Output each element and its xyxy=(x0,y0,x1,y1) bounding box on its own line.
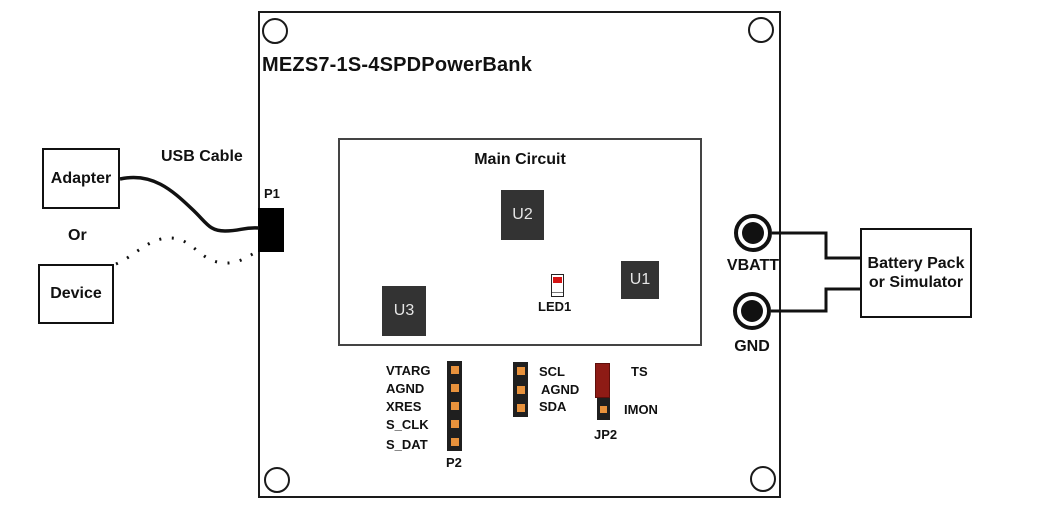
p1-label: P1 xyxy=(264,186,280,201)
chip-u1: U1 xyxy=(621,261,659,299)
pin-label-agnd: AGND xyxy=(386,381,425,396)
battery-pack-label-line2: or Simulator xyxy=(868,273,964,291)
device-box: Device xyxy=(38,264,114,324)
main-circuit-title: Main Circuit xyxy=(474,151,566,168)
header-p2-strip xyxy=(447,361,462,451)
device-dotted-line xyxy=(115,236,258,266)
battery-pack-box: Battery Pack or Simulator xyxy=(860,228,972,318)
pin xyxy=(450,384,459,392)
pin xyxy=(450,438,459,446)
battery-pack-label-line1: Battery Pack xyxy=(867,254,965,272)
device-label: Device xyxy=(50,285,102,302)
pin-label-sda: SDA xyxy=(539,399,567,414)
pin-label-scl: SCL xyxy=(539,364,565,379)
pin xyxy=(450,366,459,374)
p2-label: P2 xyxy=(446,455,462,470)
chip-u2: U2 xyxy=(501,190,544,240)
usb-cable-line xyxy=(119,175,260,233)
board-title: MEZS7-1S-4SPDPowerBank xyxy=(262,54,533,76)
pin-label-sdat: S_DAT xyxy=(386,437,428,452)
mounting-hole xyxy=(748,17,774,43)
pin-label-agnd2: AGND xyxy=(541,382,580,397)
mounting-hole xyxy=(262,18,288,44)
jp2-jumper xyxy=(595,363,610,398)
ts-label: TS xyxy=(631,364,648,379)
or-label: Or xyxy=(68,227,87,244)
usb-cable-label: USB Cable xyxy=(161,148,243,165)
gnd-terminal xyxy=(733,292,771,330)
adapter-label: Adapter xyxy=(50,169,112,187)
adapter-box: Adapter xyxy=(42,148,120,209)
chip-u3: U3 xyxy=(382,286,426,336)
vbatt-terminal xyxy=(734,214,772,252)
pin xyxy=(450,402,459,410)
mounting-hole xyxy=(264,467,290,493)
header-i2c-strip xyxy=(513,362,528,417)
led1-label: LED1 xyxy=(538,299,572,314)
jp2-label: JP2 xyxy=(594,427,618,442)
jp2-pin xyxy=(597,398,610,420)
pin-label-vtarg: VTARG xyxy=(386,363,431,378)
pin xyxy=(516,367,525,375)
pin xyxy=(600,405,607,413)
vbatt-wire xyxy=(772,231,860,260)
led1-base-line xyxy=(552,291,563,293)
gnd-label: GND xyxy=(734,338,770,355)
imon-label: IMON xyxy=(624,402,658,417)
led1-red-band xyxy=(553,277,562,283)
pin xyxy=(516,404,525,412)
vbatt-label: VBATT xyxy=(726,257,780,274)
pin-label-xres: XRES xyxy=(386,399,422,414)
mounting-hole xyxy=(750,466,776,492)
pin-label-sclk: S_CLK xyxy=(386,417,429,432)
vbatt-terminal-core xyxy=(742,222,764,244)
led1 xyxy=(551,274,564,297)
gnd-terminal-core xyxy=(741,300,763,322)
p1-connector xyxy=(258,208,284,252)
pin xyxy=(516,385,525,394)
pin xyxy=(450,420,459,428)
gnd-wire xyxy=(771,287,860,313)
